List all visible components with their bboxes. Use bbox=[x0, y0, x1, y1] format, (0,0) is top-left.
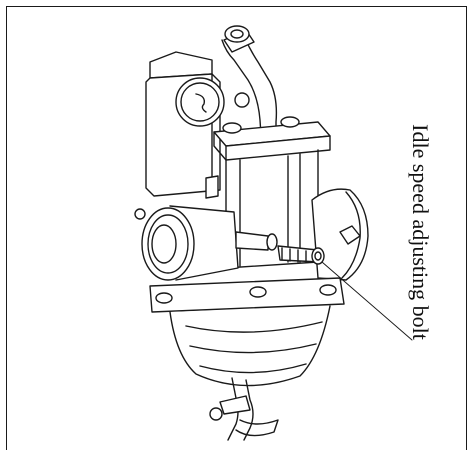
drain-tube bbox=[209, 377, 279, 441]
side-cover bbox=[311, 188, 369, 281]
choke-housing bbox=[145, 51, 250, 197]
float-bowl bbox=[169, 305, 331, 387]
fuel-hose bbox=[221, 25, 278, 151]
top-plate bbox=[213, 116, 331, 161]
intake-bore bbox=[134, 205, 239, 281]
base-flange bbox=[149, 277, 345, 313]
callout-label: Idle speed adjusting bolt bbox=[408, 124, 433, 340]
callout-leader-line bbox=[321, 261, 413, 341]
idle-screw bbox=[235, 231, 325, 265]
